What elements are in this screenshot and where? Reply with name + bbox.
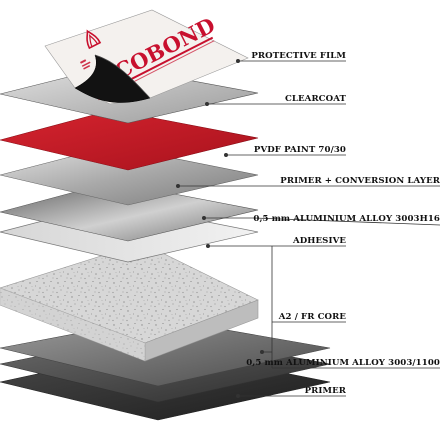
label-primer-conversion: PRIMER + CONVERSION LAYER [280, 176, 440, 186]
label-core: A2 / FR CORE [278, 312, 347, 322]
label-pvdf-paint: PVDF PAINT 70/30 [254, 145, 346, 155]
dot-aluminium-top [201, 215, 206, 220]
dot-aluminium-bottom [259, 349, 264, 354]
label-aluminium-top: 0,5 mm ALUMINIUM ALLOY 3003H16 [253, 214, 440, 224]
label-adhesive: ADHESIVE [292, 236, 346, 246]
pvdf-paint-sheet [0, 109, 259, 171]
dot-primer-bottom [235, 393, 240, 398]
leader-aluminium-top-2 [253, 217, 441, 226]
dot-protective-film [235, 59, 240, 64]
core-block [0, 242, 259, 362]
film-logo-icon [86, 29, 102, 50]
dot-clearcoat [204, 102, 209, 107]
dot-adhesive [205, 243, 210, 248]
dot-primer-conversion [175, 183, 180, 188]
dot-pvdf-paint [223, 152, 228, 157]
label-primer-bottom: PRIMER [305, 386, 347, 396]
label-protective-film: PROTECTIVE FILM [251, 51, 346, 61]
label-clearcoat: CLEARCOAT [285, 94, 347, 104]
label-aluminium-bottom: 0,5 mm ALUMINIUM ALLOY 3003/1100 [246, 358, 440, 368]
